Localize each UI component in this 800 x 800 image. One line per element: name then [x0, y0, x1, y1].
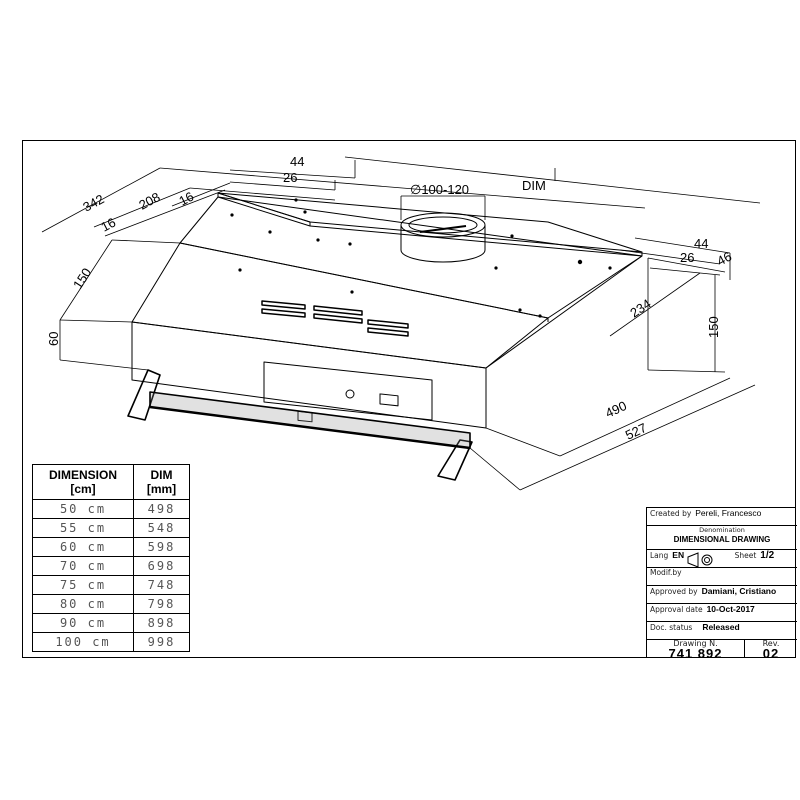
modified-by-row: Modif.by: [647, 568, 797, 586]
dim-46-right: 46: [714, 249, 734, 269]
dim-490: 490: [603, 398, 629, 421]
drawing-sheet-border: [22, 140, 796, 658]
revision-cell: Rev. 02: [762, 639, 780, 661]
dim-duct-diameter: ∅100-120: [410, 182, 469, 197]
dimension-lines: [41, 156, 761, 491]
dim-44-right: 44: [694, 236, 708, 251]
dim-150-right: 150: [706, 316, 721, 338]
dim-16-top: 16: [176, 189, 196, 209]
mounting-holes: [230, 198, 612, 318]
dim-44-top: 44: [290, 154, 304, 169]
dim-527: 527: [623, 420, 649, 443]
dimension-labels: 44 26 342 208 16 16 ∅100-120 DIM 44 26 4…: [46, 154, 734, 443]
dim-16-left: 16: [98, 215, 118, 235]
dim-208: 208: [136, 189, 162, 212]
dim-26-right: 26: [680, 250, 694, 265]
dim-150-left: 150: [70, 265, 94, 291]
exhaust-duct-collar: [400, 212, 486, 263]
drawing-number-cell: Drawing N. 741 892: [647, 640, 745, 660]
dim-26-top: 26: [283, 170, 297, 185]
dim-column-header: DIM[mm]: [133, 464, 190, 500]
hood-top-plate: [217, 192, 643, 257]
dim-342: 342: [80, 191, 106, 214]
dimension-column-header: DIMENSION[cm]: [32, 464, 134, 500]
dim-60-left: 60: [46, 332, 61, 346]
denomination-row: Denomination DIMENSIONAL DRAWING: [647, 526, 797, 550]
hood-air-vents: [261, 300, 409, 337]
hood-sloped-front: [131, 196, 643, 428]
dim-234: 234: [627, 296, 653, 321]
dim-width-dim: DIM: [522, 178, 546, 193]
